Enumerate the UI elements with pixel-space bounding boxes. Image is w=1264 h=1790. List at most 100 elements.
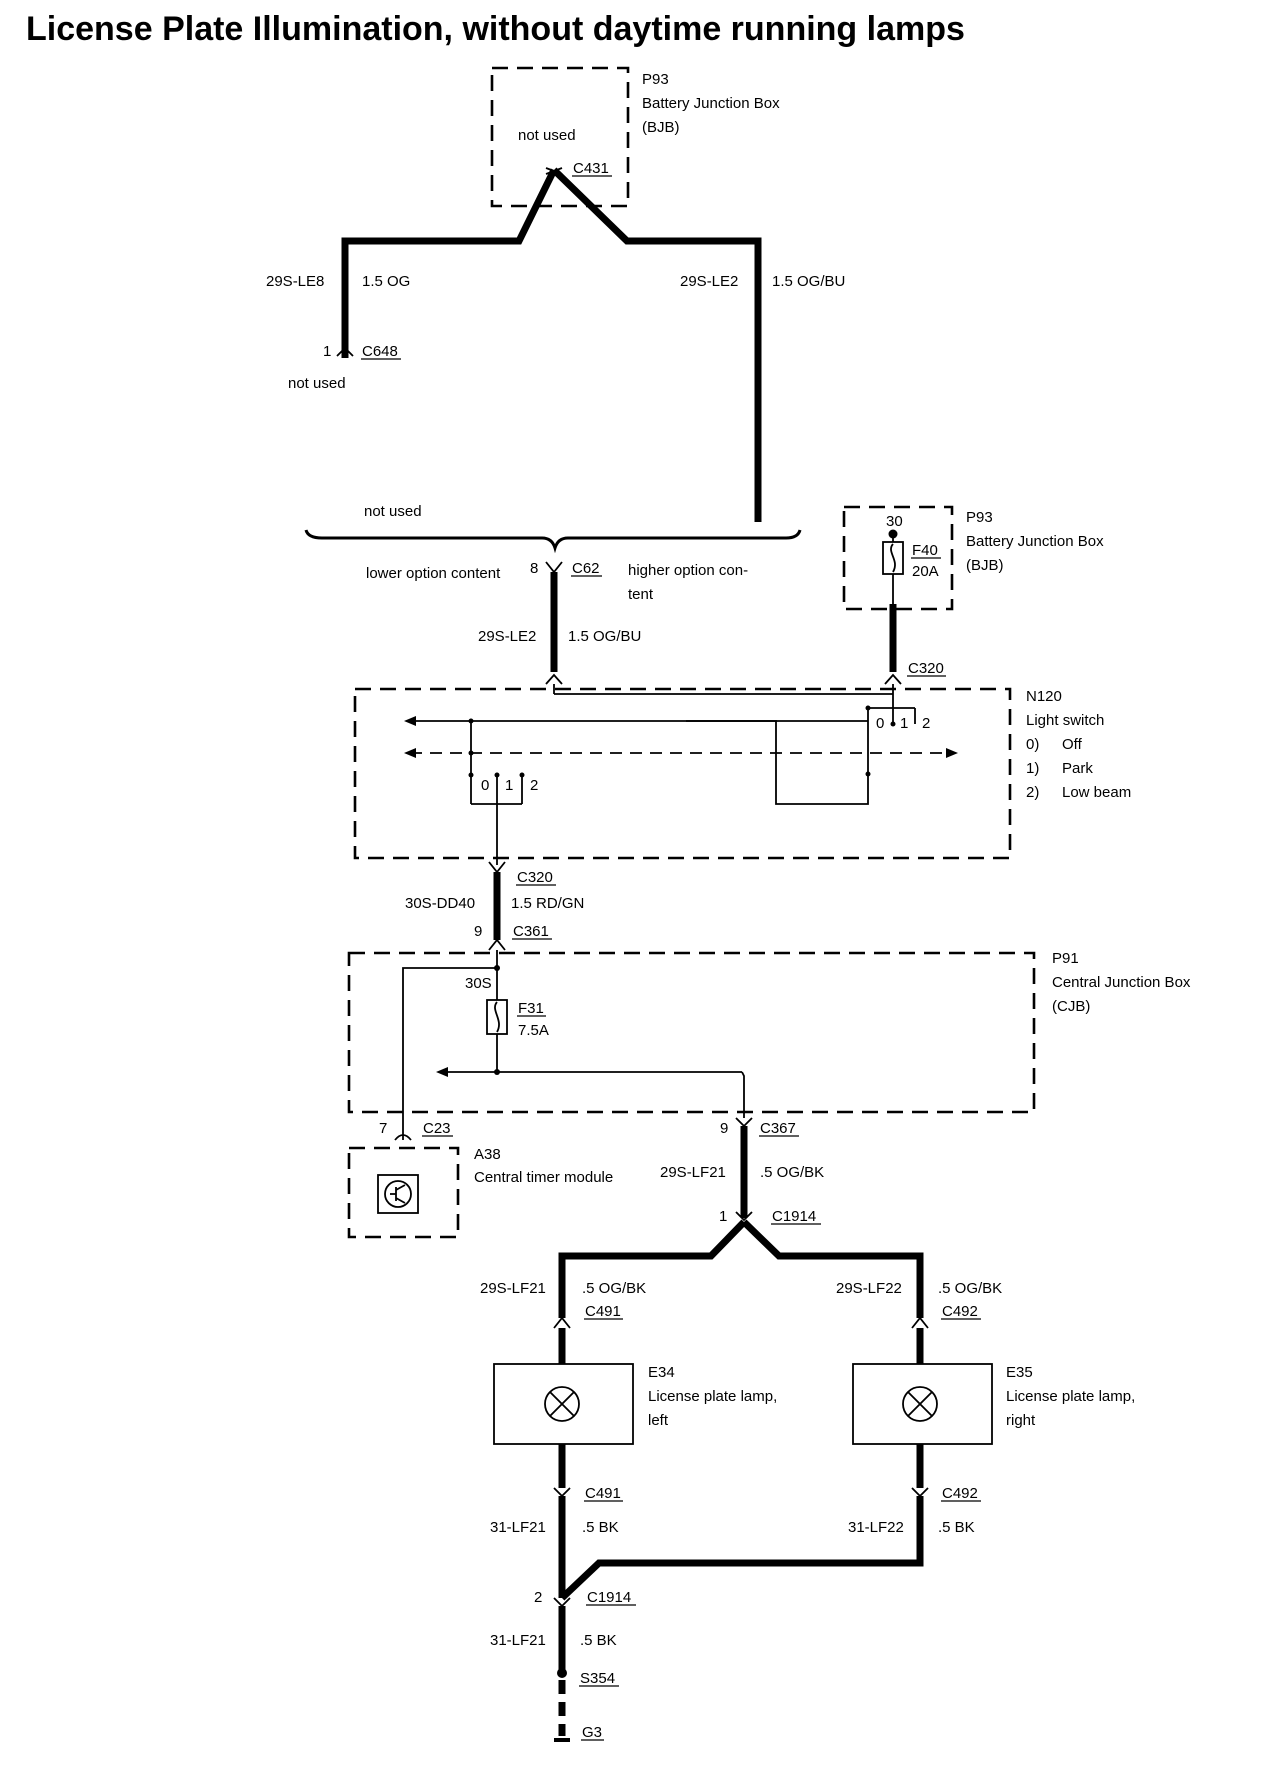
- p93-top-name: Battery Junction Box: [642, 95, 780, 112]
- n120-pos0-num: 0): [1026, 736, 1039, 753]
- n120-pos2: Low beam: [1062, 784, 1131, 801]
- c62-label: C62: [572, 560, 600, 577]
- f31-label: F31: [518, 1000, 544, 1017]
- option-brace: [304, 529, 802, 554]
- c23-pin: 7: [379, 1120, 387, 1137]
- p91-box: [347, 951, 1036, 1114]
- lower-option-label: lower option content: [366, 565, 501, 582]
- wire-1-5-og-bu-label: 1.5 OG/BU: [568, 628, 641, 645]
- f31-rating: 7.5A: [518, 1022, 549, 1039]
- c648-pin: 1: [323, 343, 331, 360]
- wire-30s-dd40-label: 30S-DD40: [405, 895, 475, 912]
- e34-id: E34: [648, 1364, 675, 1381]
- e35-id: E35: [1006, 1364, 1033, 1381]
- n120-id: N120: [1026, 688, 1062, 705]
- f31-pin: 30S: [465, 975, 492, 992]
- wire-29s-le2-top-label: 29S-LE2: [680, 273, 738, 290]
- e34-name-1: License plate lamp,: [648, 1388, 777, 1405]
- p93-top-box: [490, 66, 630, 208]
- f40-rating: 20A: [912, 563, 939, 580]
- n120-box: [353, 687, 1012, 860]
- sw-right-0: 0: [876, 715, 884, 732]
- c62-pin: 8: [530, 560, 538, 577]
- not-used-label: not used: [518, 127, 576, 144]
- a38-symbol-frame: [377, 1174, 419, 1214]
- c1914-bottom-label: C1914: [587, 1589, 631, 1606]
- c62-n120-connector: [545, 673, 563, 685]
- a38-box: [347, 1146, 460, 1239]
- a38-transistor-icon: [384, 1180, 412, 1208]
- f40-pin: 30: [886, 513, 903, 530]
- n120-pos2-num: 2): [1026, 784, 1039, 801]
- wire-split-right: [741, 1219, 924, 1318]
- higher-option-line1: higher option con-: [628, 562, 748, 579]
- c320-bottom-label: C320: [517, 869, 553, 886]
- p91-id: P91: [1052, 950, 1079, 967]
- c367-label: C367: [760, 1120, 796, 1137]
- sw-left-0: 0: [481, 777, 489, 794]
- wire-29s-lf21-left-label: 29S-LF21: [480, 1280, 546, 1297]
- s354-label: S354: [580, 1670, 615, 1687]
- p93-right-id: P93: [966, 509, 993, 526]
- c491-top-label: C491: [585, 1303, 621, 1320]
- p93-right-name: Battery Junction Box: [966, 533, 1104, 550]
- diagram-title: License Plate Illumination, without dayt…: [26, 10, 965, 48]
- wire-29s-lf21-label: 29S-LF21: [660, 1164, 726, 1181]
- c492-top-connector: [911, 1316, 929, 1329]
- c367-pin: 9: [720, 1120, 728, 1137]
- wire-5-og-bk-right-label: .5 OG/BK: [938, 1280, 1002, 1297]
- wire-31-lf22-label: 31-LF22: [848, 1519, 904, 1536]
- c648-label: C648: [362, 343, 398, 360]
- c431-label: C431: [573, 160, 609, 177]
- wire-31-lf21-bottom-label: 31-LF21: [490, 1632, 546, 1649]
- c492-bottom-connector: [911, 1487, 929, 1498]
- e34-name-2: left: [648, 1412, 669, 1429]
- sw-right-1: 1: [900, 715, 908, 732]
- wire-29s-le2-label: 29S-LE2: [478, 628, 536, 645]
- a38-name: Central timer module: [474, 1169, 613, 1186]
- p93-right-box: [842, 505, 954, 611]
- p93-right-abbr: (BJB): [966, 557, 1004, 574]
- g3-label: G3: [582, 1724, 602, 1741]
- c492-top-label: C492: [942, 1303, 978, 1320]
- c361-pin: 9: [474, 923, 482, 940]
- a38-id: A38: [474, 1146, 501, 1163]
- c361-label: C361: [513, 923, 549, 940]
- higher-option-line2: tent: [628, 586, 654, 603]
- e34-lamp-icon: [544, 1386, 580, 1422]
- c1914-bottom-pin: 2: [534, 1589, 542, 1606]
- wire-29s-le8-label: 29S-LE8: [266, 273, 324, 290]
- wire-5-og-bk-left-label: .5 OG/BK: [582, 1280, 646, 1297]
- c1914-top-connector: [735, 1211, 753, 1222]
- c23-label: C23: [423, 1120, 451, 1137]
- p91-name: Central Junction Box: [1052, 974, 1191, 991]
- wire-29s-lf22-label: 29S-LF22: [836, 1280, 902, 1297]
- wire-5-og-bk-label: .5 OG/BK: [760, 1164, 824, 1181]
- f40-label: F40: [912, 542, 938, 559]
- wire-29s-le2-top: [551, 167, 762, 522]
- c1914-top-label: C1914: [772, 1208, 816, 1225]
- wire-split-left: [558, 1219, 747, 1318]
- p93-top-abbr: (BJB): [642, 119, 680, 136]
- c492-bottom-label: C492: [942, 1485, 978, 1502]
- wire-1-5-rd-gn-label: 1.5 RD/GN: [511, 895, 584, 912]
- n120-name: Light switch: [1026, 712, 1104, 729]
- wire-5-bk-bottom-label: .5 BK: [580, 1632, 617, 1649]
- wire-1-5-og-bu-top-label: 1.5 OG/BU: [772, 273, 845, 290]
- c320-top-connector: [884, 673, 902, 685]
- wire-5-bk-left-label: .5 BK: [582, 1519, 619, 1536]
- wire-5-bk-right-label: .5 BK: [938, 1519, 975, 1536]
- c367-connector: [735, 1117, 753, 1128]
- c320-top-label: C320: [908, 660, 944, 677]
- sw-left-2: 2: [530, 777, 538, 794]
- e35-lamp-icon: [902, 1386, 938, 1422]
- c1914-top-pin: 1: [719, 1208, 727, 1225]
- c491-bottom-label: C491: [585, 1485, 621, 1502]
- not-used-c648: not used: [288, 375, 346, 392]
- sw-left-1: 1: [505, 777, 513, 794]
- n120-pos0: Off: [1062, 736, 1083, 753]
- wire-31-lf22: [559, 1496, 924, 1601]
- wire-31-lf21-label: 31-LF21: [490, 1519, 546, 1536]
- e35-box: [852, 1363, 993, 1445]
